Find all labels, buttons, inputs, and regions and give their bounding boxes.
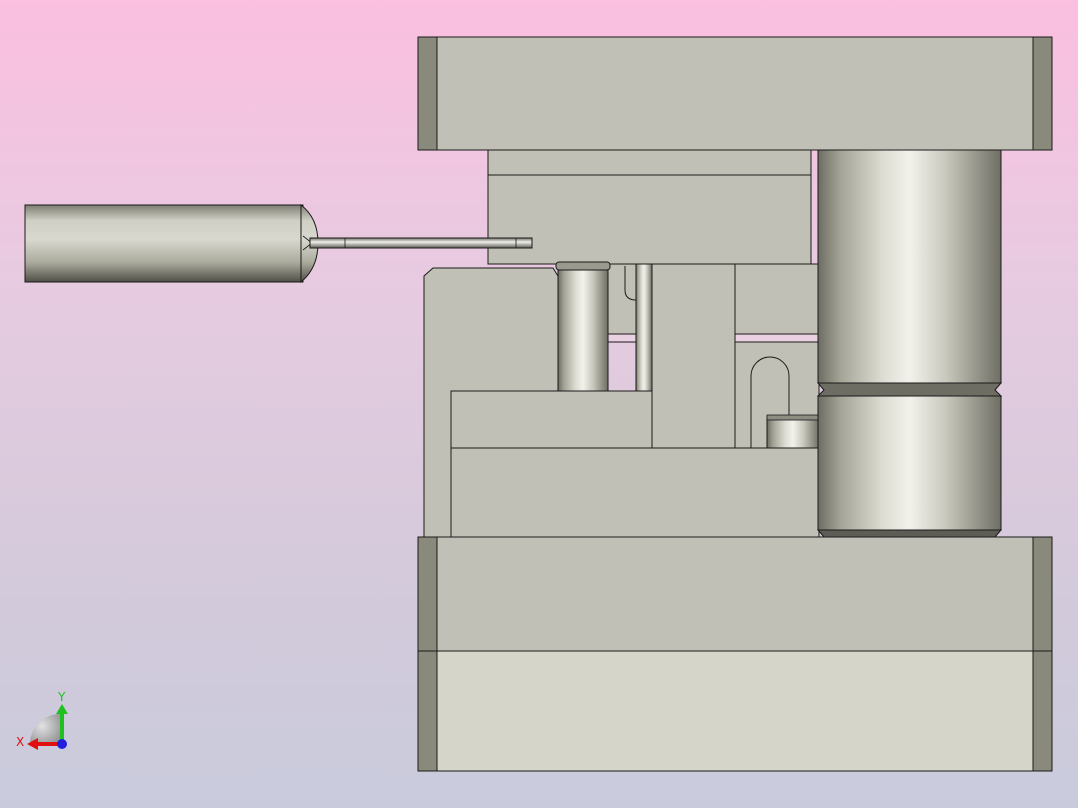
guide-pin-left[interactable] xyxy=(555,261,611,392)
mold-body[interactable] xyxy=(423,263,820,538)
guide-pillar[interactable] xyxy=(816,149,1003,538)
z-axis-dot xyxy=(57,739,67,749)
small-bushing[interactable] xyxy=(766,414,820,449)
triad-x-label: X xyxy=(16,735,24,749)
triad-y-label: Y xyxy=(57,690,66,704)
nozzle-rod[interactable] xyxy=(309,237,533,249)
y-axis-arrow xyxy=(56,704,68,744)
bottom-clamp-plate[interactable] xyxy=(417,650,1053,772)
support-plate[interactable] xyxy=(417,536,1053,652)
return-pin-slot xyxy=(750,356,790,448)
coordinate-triad: X Y xyxy=(16,690,68,750)
ejector-pin-thin[interactable] xyxy=(635,263,653,392)
injection-cylinder[interactable] xyxy=(24,203,319,284)
top-clamp-plate[interactable] xyxy=(417,36,1053,151)
upper-insert-block[interactable] xyxy=(487,149,812,265)
